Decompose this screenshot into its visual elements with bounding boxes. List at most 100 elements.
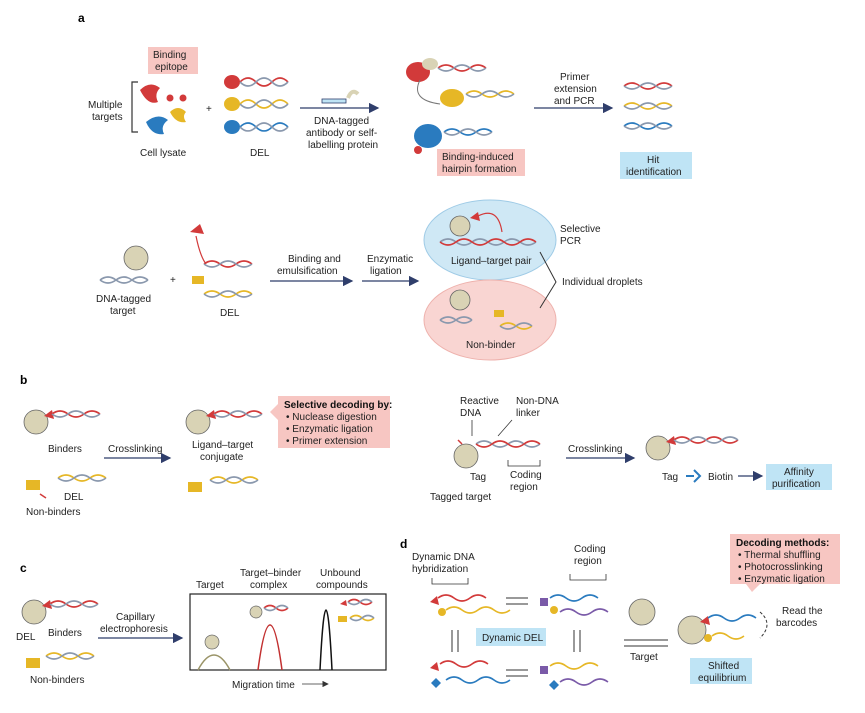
capillary-label-2: electrophoresis bbox=[100, 624, 168, 635]
target-peak-icon bbox=[204, 634, 220, 650]
dna-tagged-target-label-2: target bbox=[110, 306, 136, 317]
dynamic-del-top-left bbox=[430, 594, 511, 616]
targets-bracket bbox=[131, 81, 138, 133]
target-red-icon bbox=[140, 84, 174, 103]
shifted-equilibrium-label-2: equilibrium bbox=[698, 673, 746, 684]
complex-peak-icon bbox=[249, 604, 289, 619]
decoding-methods-item-3: • Enzymatic ligation bbox=[738, 574, 825, 585]
read-barcodes-label-2: barcodes bbox=[776, 618, 817, 629]
ligand-target-conjugate-icon bbox=[185, 409, 263, 435]
selective-decoding-box bbox=[270, 396, 390, 448]
selective-decoding-item-3: • Primer extension bbox=[286, 436, 367, 447]
migration-time-label: Migration time bbox=[232, 680, 295, 691]
binders-c-icon bbox=[21, 599, 99, 625]
dynamic-del-box bbox=[476, 628, 546, 646]
target-blue-icon bbox=[146, 116, 168, 135]
hit-label-1: Hit bbox=[647, 155, 659, 166]
tag-b2-label: Tag bbox=[662, 472, 678, 483]
coding-region-d-label-2: region bbox=[574, 556, 602, 567]
binding-epitope-box bbox=[148, 47, 198, 74]
enzymatic-ligation-label-2: ligation bbox=[370, 266, 402, 277]
del-row2-label: DEL bbox=[220, 308, 240, 319]
crosslinked-target-icon bbox=[645, 435, 739, 483]
del-row2-icon bbox=[190, 224, 253, 298]
equilibrium-arrows-left bbox=[451, 630, 459, 652]
affinity-purification-box bbox=[766, 464, 832, 490]
tagged-antibody-icon bbox=[321, 98, 347, 104]
binding-epitope-label-1: Binding bbox=[153, 50, 186, 61]
equilibrium-arrows-bottom bbox=[506, 669, 528, 677]
selective-decoding-item-1: • Nuclease digestion bbox=[286, 412, 377, 423]
hairpin-label-2: hairpin formation bbox=[442, 164, 516, 175]
dynamic-dna-label-1: Dynamic DNA bbox=[412, 552, 475, 563]
shifted-equilibrium-icon bbox=[677, 611, 768, 645]
non-binders-c-icon bbox=[26, 652, 95, 668]
tagged-antibody-label-1: DNA-tagged bbox=[314, 116, 369, 127]
panel-c-label: c bbox=[20, 561, 27, 575]
antibody-glyph bbox=[346, 89, 360, 99]
binding-emulsification-label-1: Binding and bbox=[288, 254, 341, 265]
hairpin-box bbox=[437, 149, 525, 176]
hit-box bbox=[620, 152, 692, 179]
coding-region-d-label-1: Coding bbox=[574, 544, 606, 555]
equilibrium-arrows-right bbox=[573, 630, 581, 652]
multiple-targets-label-2: targets bbox=[92, 112, 123, 123]
unbound-peak-icon bbox=[338, 598, 375, 622]
unbound-compounds-label-1: Unbound bbox=[320, 568, 361, 579]
tagged-antibody-label-2: antibody or self- bbox=[306, 128, 377, 139]
hairpin-label-1: Binding-induced bbox=[442, 152, 514, 163]
non-binders-b-icon bbox=[26, 474, 107, 499]
dynamic-dna-label-2: hybridization bbox=[412, 564, 468, 575]
enzymatic-ligation-label-1: Enzymatic bbox=[367, 254, 413, 265]
coding-region-bracket-b bbox=[507, 460, 541, 467]
reactive-dna-label-1: Reactive bbox=[460, 396, 499, 407]
plus-sign-2: + bbox=[170, 275, 176, 286]
target-binder-complex-label-2: complex bbox=[250, 580, 287, 591]
non-binders-c-label: Non-binders bbox=[30, 675, 84, 686]
target-c-label: Target bbox=[196, 580, 224, 591]
decoding-methods-item-1: • Thermal shuffling bbox=[738, 550, 821, 561]
decoding-methods-title: Decoding methods: bbox=[736, 538, 829, 549]
equilibrium-arrows-top bbox=[506, 597, 528, 605]
unbound-b-icon bbox=[188, 476, 259, 492]
affinity-purification-label-2: purification bbox=[772, 479, 820, 490]
linker-pointer bbox=[497, 419, 513, 437]
tag-b-label: Tag bbox=[470, 472, 486, 483]
hit-label-2: identification bbox=[626, 167, 682, 178]
dna-tagged-target-icon bbox=[99, 245, 149, 284]
crosslinking-b-label: Crosslinking bbox=[108, 444, 162, 455]
selective-decoding-item-2: • Enzymatic ligation bbox=[286, 424, 373, 435]
dynamic-del-top-right bbox=[540, 594, 609, 616]
binding-emulsification-label-2: emulsification bbox=[277, 266, 338, 277]
biotin-label: Biotin bbox=[708, 472, 733, 483]
target-peak bbox=[197, 654, 231, 671]
dna-tagged-target-label-1: DNA-tagged bbox=[96, 294, 151, 305]
hit-dna-icons bbox=[623, 82, 673, 130]
target-d-label: Target bbox=[630, 652, 658, 663]
primer-pcr-label-2: extension bbox=[554, 84, 597, 95]
coding-region-d-bracket bbox=[569, 574, 607, 581]
target-equilibrium-arrows bbox=[624, 639, 668, 647]
decoding-methods-item-2: • Photocrosslinking bbox=[738, 562, 823, 573]
non-binders-b-label: Non-binders bbox=[26, 507, 80, 518]
ligand-target-pair-icon bbox=[439, 212, 537, 246]
non-dna-linker-label-2: linker bbox=[516, 408, 541, 419]
dynamic-del-label: Dynamic DEL bbox=[482, 633, 544, 644]
coding-region-b-label-2: region bbox=[510, 482, 538, 493]
ligand-target-conjugate-label-2: conjugate bbox=[200, 452, 244, 463]
del-label: DEL bbox=[250, 148, 270, 159]
read-barcodes-label-1: Read the bbox=[782, 606, 823, 617]
shifted-equilibrium-label-1: Shifted bbox=[708, 661, 739, 672]
electropherogram-frame bbox=[189, 593, 387, 671]
individual-droplets-label: Individual droplets bbox=[562, 277, 643, 288]
panel-b-label: b bbox=[20, 373, 27, 387]
selective-pcr-label-1: Selective bbox=[560, 224, 601, 235]
selective-pcr-label-2: PCR bbox=[560, 236, 581, 247]
binders-b-icon bbox=[23, 409, 101, 435]
primer-pcr-label-3: and PCR bbox=[554, 96, 595, 107]
decoding-methods-box bbox=[730, 534, 840, 592]
ligand-target-conjugate-label-1: Ligand–target bbox=[192, 440, 253, 451]
panel-d-label: d bbox=[400, 537, 407, 551]
crosslinking-b2-label: Crosslinking bbox=[568, 444, 622, 455]
